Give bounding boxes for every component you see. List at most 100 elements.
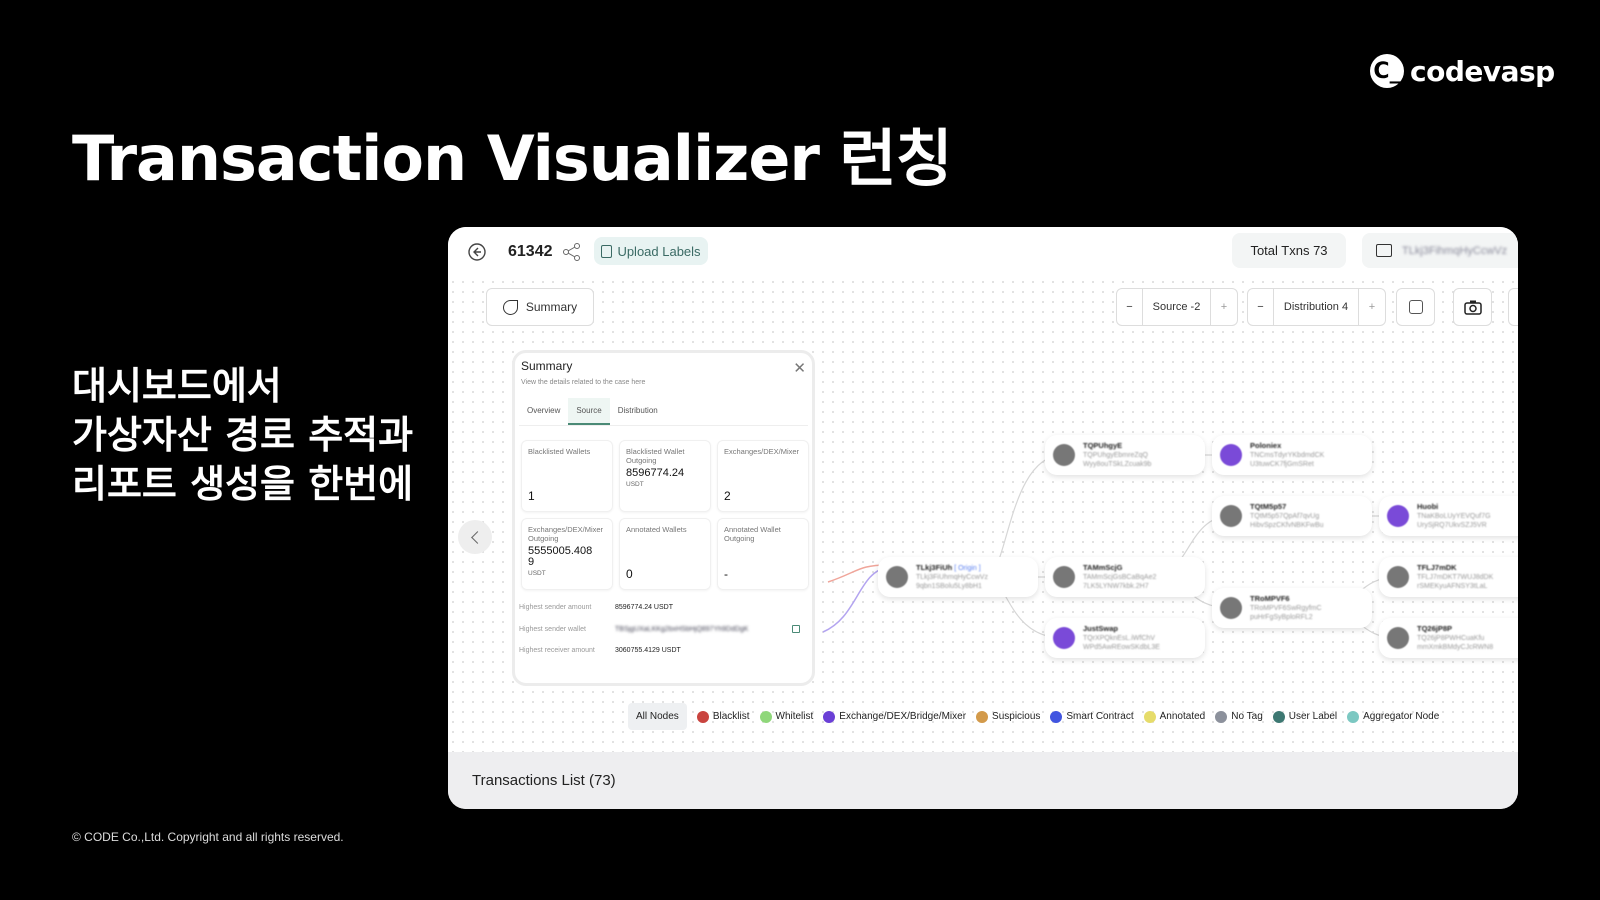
- text-label: 7LK5LYNW7kbk.2H7: [1083, 583, 1149, 590]
- summary-button[interactable]: Summary: [486, 288, 594, 326]
- legend-item[interactable]: Smart Contract: [1050, 710, 1134, 723]
- wallet-node-icon: [1220, 597, 1242, 619]
- more-toolbar-button[interactable]: [1508, 288, 1518, 326]
- logo-mark-icon: C_: [1370, 54, 1404, 88]
- text-label: TAMmScjG: [1083, 563, 1123, 572]
- text-label: U3tuwCK7fjGmSRet: [1250, 461, 1314, 468]
- text-label: TQtM5p57QpAf7qvUg: [1250, 513, 1320, 520]
- text-label: Aggregator Node: [1363, 711, 1440, 722]
- collapse-panel-button[interactable]: [458, 520, 492, 554]
- upload-labels-button[interactable]: Upload Labels: [594, 237, 708, 265]
- subtitle-line: 리포트 생성을 한번에: [72, 462, 414, 506]
- summary-panel-title: Summary: [521, 359, 573, 373]
- legend-color-dot-icon: [1215, 710, 1228, 723]
- legend-color-dot-icon: [759, 710, 772, 723]
- summary-tabs: Overview Source Distribution: [519, 398, 808, 426]
- legend-all-nodes[interactable]: All Nodes: [628, 703, 687, 730]
- wallet-node-icon: [1387, 627, 1409, 649]
- transactions-list-header[interactable]: Transactions List (73): [448, 752, 1518, 809]
- source-stepper: − Source -2 +: [1116, 288, 1238, 326]
- text-label: TLkj3FiUh: [916, 563, 953, 572]
- wallet-address: TLkj3FihmqHyCcwVz: [1402, 244, 1508, 257]
- legend-item[interactable]: No Tag: [1215, 710, 1263, 723]
- text-label: Annotated Wallet Outgoing: [724, 525, 781, 543]
- wallet-node-icon: [1387, 566, 1409, 588]
- legend-item[interactable]: Suspicious: [976, 710, 1041, 723]
- slide-title: Transaction Visualizer 런칭: [72, 122, 953, 195]
- text-label: Whitelist: [775, 711, 814, 722]
- distribution-decrease-button[interactable]: −: [1248, 289, 1274, 325]
- text-label: No Tag: [1231, 711, 1263, 722]
- close-icon[interactable]: ✕: [793, 360, 806, 377]
- text-label: Huobi: [1417, 502, 1439, 511]
- wallet-node-icon: [1220, 505, 1242, 527]
- text-label: Blacklist: [712, 711, 750, 722]
- copyright: © CODE Co.,Ltd. Copyright and all rights…: [72, 830, 344, 844]
- share-icon[interactable]: [562, 242, 582, 262]
- text-label: 5555005.4089: [528, 545, 593, 568]
- text-label: User Label: [1288, 711, 1338, 722]
- text-label: Wyy8ouTSkLZcuak9b: [1083, 461, 1152, 468]
- text-label: TNaKBoLUyYEVQuf7G: [1417, 513, 1491, 520]
- legend-item[interactable]: Annotated: [1143, 710, 1206, 723]
- text-label: TQtM5p57: [1250, 502, 1287, 511]
- legend-item[interactable]: Blacklist: [696, 710, 750, 723]
- legend-item[interactable]: User Label: [1272, 710, 1338, 723]
- app-screenshot: 61342 Upload Labels Total Txns 73 TLkj3F…: [448, 227, 1518, 809]
- summary-button-label: Summary: [525, 300, 578, 314]
- text-label: 9qbn1SBolu5Ly8bH1: [916, 583, 982, 590]
- case-id: 61342: [508, 243, 553, 260]
- total-txns-badge: Total Txns 73: [1232, 233, 1346, 268]
- back-icon[interactable]: [467, 242, 487, 262]
- distribution-increase-button[interactable]: +: [1368, 301, 1376, 313]
- text-label: Annotated: [1159, 711, 1206, 722]
- app-header: 61342 Upload Labels Total Txns 73 TLkj3F…: [448, 227, 1518, 279]
- legend-item[interactable]: Aggregator Node: [1347, 710, 1440, 723]
- text-label: TQ26jP8P: [1417, 624, 1453, 633]
- node-legend: All Nodes Blacklist Whitelist Exchange/D…: [628, 703, 1439, 730]
- exchange-node-icon: [1053, 627, 1075, 649]
- text-label: puHrFgSyBploRFL2: [1250, 614, 1313, 621]
- text-label: 0: [626, 567, 633, 581]
- fit-view-button[interactable]: [1396, 288, 1435, 326]
- legend-item[interactable]: Exchange/DEX/Bridge/Mixer: [823, 710, 966, 723]
- copy-icon[interactable]: [792, 625, 800, 633]
- tab-source[interactable]: Source: [568, 398, 610, 425]
- wallet-node-icon: [886, 566, 908, 588]
- source-increase-button[interactable]: +: [1220, 301, 1228, 313]
- tab-distribution[interactable]: Distribution: [617, 406, 658, 415]
- text-label: USDT: [626, 481, 644, 488]
- text-label: Highest receiver amount: [519, 647, 595, 654]
- text-label: Suspicious: [992, 711, 1041, 722]
- wallet-node-icon: [1053, 566, 1075, 588]
- distribution-stepper: − Distribution 4 +: [1247, 288, 1386, 326]
- text-label: Exchanges/DEX/Mixer Outgoing: [528, 525, 604, 543]
- legend-color-dot-icon: [696, 710, 709, 723]
- legend-item[interactable]: Whitelist: [759, 710, 814, 723]
- tab-overview[interactable]: Overview: [527, 406, 561, 415]
- legend-color-dot-icon: [976, 710, 989, 723]
- distribution-value: Distribution 4: [1274, 289, 1359, 325]
- text-label: TQ26jP8PWHCuaKfu: [1417, 635, 1485, 642]
- text-label: UrySjRQ7UkvSZJ5VR: [1417, 522, 1487, 529]
- text-label: JustSwap: [1083, 624, 1119, 633]
- text-label: TRoMPVF6SwRgyfmC: [1250, 605, 1322, 612]
- text-label: 3060755.4129 USDT: [615, 647, 681, 654]
- wallet-selector[interactable]: TLkj3FihmqHyCcwVz: [1362, 233, 1518, 268]
- legend-color-dot-icon: [1272, 710, 1285, 723]
- screenshot-button[interactable]: [1453, 288, 1492, 326]
- source-decrease-button[interactable]: −: [1117, 289, 1143, 325]
